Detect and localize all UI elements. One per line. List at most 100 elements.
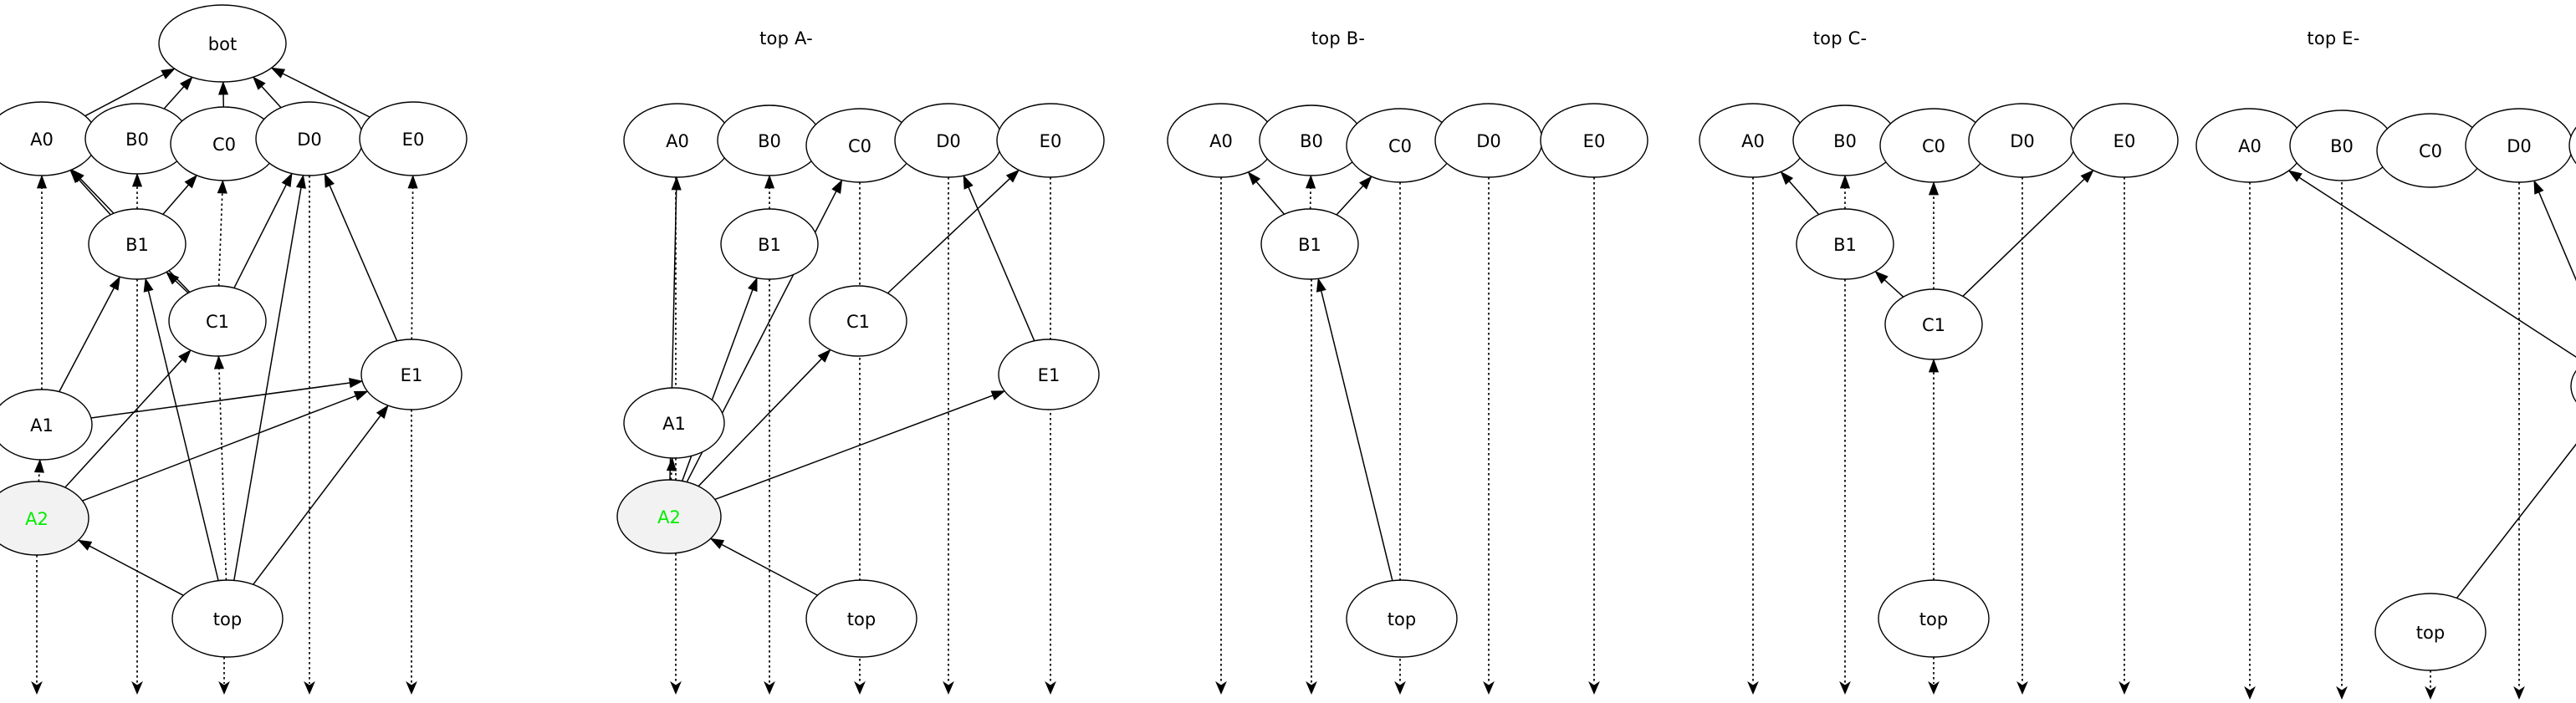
graph-node-A0[interactable]: A0 [623, 103, 732, 178]
node-shape [1878, 579, 1990, 658]
graph-node-C1[interactable]: C1 [1884, 288, 1983, 360]
node-shape [0, 389, 93, 461]
node-label: A0 [30, 130, 54, 150]
graph-edge [131, 172, 143, 209]
node-shape [1540, 103, 1648, 178]
graph-node-E1[interactable]: E1 [998, 339, 1100, 410]
graph-edge [2533, 180, 2576, 282]
graph-node-B0[interactable]: B0 [84, 103, 190, 175]
dangling-edge [31, 555, 43, 695]
graph-node-C1[interactable]: C1 [168, 285, 267, 357]
graph-node-C0[interactable]: C0 [805, 108, 914, 183]
graph-node-E0[interactable]: E0 [359, 101, 468, 176]
graph-node-D0[interactable]: D0 [894, 103, 1003, 178]
node-label: C1 [1922, 315, 1945, 335]
node-label: E0 [402, 130, 425, 150]
graph-node-A0[interactable]: A0 [0, 101, 98, 176]
node-shape [720, 208, 819, 280]
dangling-edge [304, 176, 315, 695]
graph-edge [33, 458, 44, 482]
dangling-edge [1483, 177, 1495, 695]
node-label: E0 [1040, 131, 1062, 151]
graph-edge [666, 456, 677, 481]
node-label: A1 [30, 415, 54, 436]
graph-edge [84, 68, 176, 117]
graph-node-B1[interactable]: B1 [88, 208, 187, 280]
graph-edge [1839, 174, 1851, 209]
graph-node-A1[interactable]: A1 [0, 389, 93, 461]
graph-node-top[interactable]: top [171, 579, 284, 658]
graph-edge [233, 174, 306, 581]
graph-node-top[interactable]: top [805, 579, 917, 658]
graph-node-E0[interactable]: E0 [2070, 103, 2179, 178]
graph-node-B1[interactable]: B1 [720, 208, 819, 280]
node-label: C0 [848, 136, 871, 156]
node-label: D0 [2010, 131, 2035, 151]
graph-node-D0[interactable]: D0 [1434, 103, 1543, 178]
node-label: E1 [1038, 365, 1061, 385]
node-label: top [847, 609, 876, 629]
node-shape [88, 208, 187, 280]
dangling-edge [943, 177, 954, 695]
graph-node-top[interactable]: top [1346, 579, 1458, 658]
graph-node-A2[interactable]: A2 [616, 479, 722, 554]
dangling-edge [1215, 177, 1227, 695]
graph-node-bot[interactable]: bot [158, 4, 287, 83]
graph-node-A0[interactable]: A0 [2195, 108, 2304, 183]
node-label: A1 [662, 414, 686, 434]
node-label: bot [208, 34, 237, 54]
graph-node-E1[interactable]: E1 [360, 339, 463, 410]
graph-node-A0[interactable]: A0 [1699, 103, 1807, 178]
node-label: B1 [1833, 235, 1857, 255]
node-label: B1 [125, 235, 149, 255]
graph-node-B1[interactable]: B1 [1796, 208, 1894, 280]
dangling-edge [2016, 177, 2028, 695]
graph-node-D0[interactable]: D0 [2465, 108, 2573, 183]
graph-node-E0[interactable]: E0 [1540, 103, 1648, 178]
graph-edge [963, 175, 1035, 342]
node-shape [1884, 288, 1983, 360]
node-label: C1 [206, 312, 229, 332]
graph-node-D0[interactable]: D0 [1968, 103, 2077, 178]
node-label: C0 [212, 135, 236, 155]
graph-edge [217, 80, 229, 108]
graph-edge [36, 174, 48, 390]
graph-node-A1[interactable]: A1 [623, 387, 725, 459]
graph-edge [1962, 170, 2094, 297]
graph-node-B1[interactable]: B1 [1260, 208, 1359, 280]
graph-node-D0[interactable]: D0 [255, 101, 364, 176]
graph-node-A2[interactable]: A2 [0, 481, 89, 556]
edge-layer [666, 169, 1056, 695]
node-label: B0 [758, 131, 781, 151]
node-label: A0 [666, 131, 689, 151]
node-label: A0 [1209, 131, 1233, 151]
node-shape [158, 4, 287, 83]
graph-edge [252, 76, 282, 109]
node-layer: A0B0C0D0E0E1top [2195, 108, 2576, 671]
graph-edge [233, 172, 293, 288]
node-label: A0 [2238, 136, 2262, 156]
panel-title: top E- [2307, 28, 2360, 48]
node-label: E0 [1583, 131, 1606, 151]
graph-node-top[interactable]: top [1878, 579, 1990, 658]
graph-node-B0[interactable]: B0 [717, 104, 822, 176]
node-label: C0 [1388, 136, 1412, 156]
dangling-edge [1588, 177, 1600, 695]
node-label: top [2416, 623, 2445, 643]
graph-node-top[interactable]: top [2374, 593, 2487, 671]
graph-edge [1928, 181, 1940, 289]
graph-node-E1[interactable]: E1 [2570, 351, 2576, 421]
graph-node-A0[interactable]: A0 [1167, 103, 1275, 178]
dangling-edge [670, 177, 682, 695]
node-label: top [213, 609, 242, 629]
dangling-edge [406, 410, 417, 695]
graph-node-E0[interactable]: E0 [2568, 109, 2576, 182]
dangling-edge [2513, 182, 2525, 700]
graph-node-E0[interactable]: E0 [996, 103, 1105, 178]
dangling-edge [2336, 182, 2348, 700]
dangling-edge [1306, 279, 1317, 695]
graph-edge [407, 174, 418, 340]
node-label: C0 [1922, 136, 1945, 156]
graph-node-C1[interactable]: C1 [809, 285, 907, 357]
node-label: B0 [1300, 131, 1323, 151]
